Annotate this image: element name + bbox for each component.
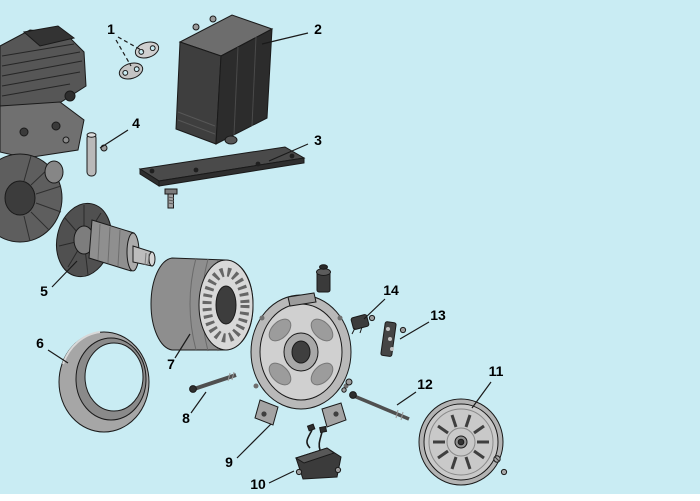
leader-line-part-2 xyxy=(261,32,309,45)
bottom-margin xyxy=(0,494,700,501)
callout-part-12: 12 xyxy=(417,376,433,392)
callout-part-8: 8 xyxy=(182,410,190,426)
leader-line-part-10 xyxy=(268,470,295,484)
callout-part-6: 6 xyxy=(36,335,44,351)
mount-plate-part xyxy=(138,146,306,209)
callout-part-14: 14 xyxy=(383,282,399,298)
regulator-part xyxy=(294,423,342,480)
cover-vent-slots xyxy=(433,414,489,470)
leader-line-part-1 xyxy=(115,39,132,67)
leader-line-part-6 xyxy=(47,349,69,364)
stator-core-part xyxy=(150,257,254,352)
through-bolt-part xyxy=(189,371,237,393)
plate-bolt xyxy=(164,188,178,209)
rotor-part xyxy=(55,202,156,278)
long-bolt-part xyxy=(349,391,410,421)
rear-bracket-part xyxy=(250,264,353,428)
callout-part-9: 9 xyxy=(225,454,233,470)
callout-part-4: 4 xyxy=(132,115,140,131)
spacer-bolt-part xyxy=(86,132,108,177)
end-cover-part xyxy=(418,398,508,486)
callout-part-1: 1 xyxy=(107,21,115,37)
leader-line-part-9 xyxy=(236,423,272,459)
terminal-strip-part xyxy=(380,321,407,357)
leader-line-part-13 xyxy=(399,321,430,340)
cover-screws xyxy=(493,455,508,476)
callout-part-7: 7 xyxy=(167,356,175,372)
muffler-part xyxy=(175,14,274,145)
leader-line-part-14 xyxy=(363,298,386,320)
breather-part xyxy=(316,264,331,293)
leader-line-part-12 xyxy=(396,391,417,406)
leader-line-part-4 xyxy=(99,129,129,149)
flywheel-fins xyxy=(23,155,62,242)
leader-line-part-11 xyxy=(471,381,492,409)
leader-line-part-8 xyxy=(190,391,207,414)
leader-line-part-1 xyxy=(117,36,144,52)
leader-line-part-5 xyxy=(51,260,78,288)
gasket-parts xyxy=(118,41,160,80)
callout-part-3: 3 xyxy=(314,132,322,148)
leader-line-part-3 xyxy=(268,143,309,162)
engine-assembly xyxy=(0,25,87,243)
callout-part-2: 2 xyxy=(314,21,322,37)
leader-line-part-7 xyxy=(174,333,191,359)
stator-band-part xyxy=(58,331,150,433)
callout-part-13: 13 xyxy=(430,307,446,323)
callout-part-10: 10 xyxy=(250,476,266,492)
callout-part-5: 5 xyxy=(40,283,48,299)
callout-part-11: 11 xyxy=(489,363,504,379)
